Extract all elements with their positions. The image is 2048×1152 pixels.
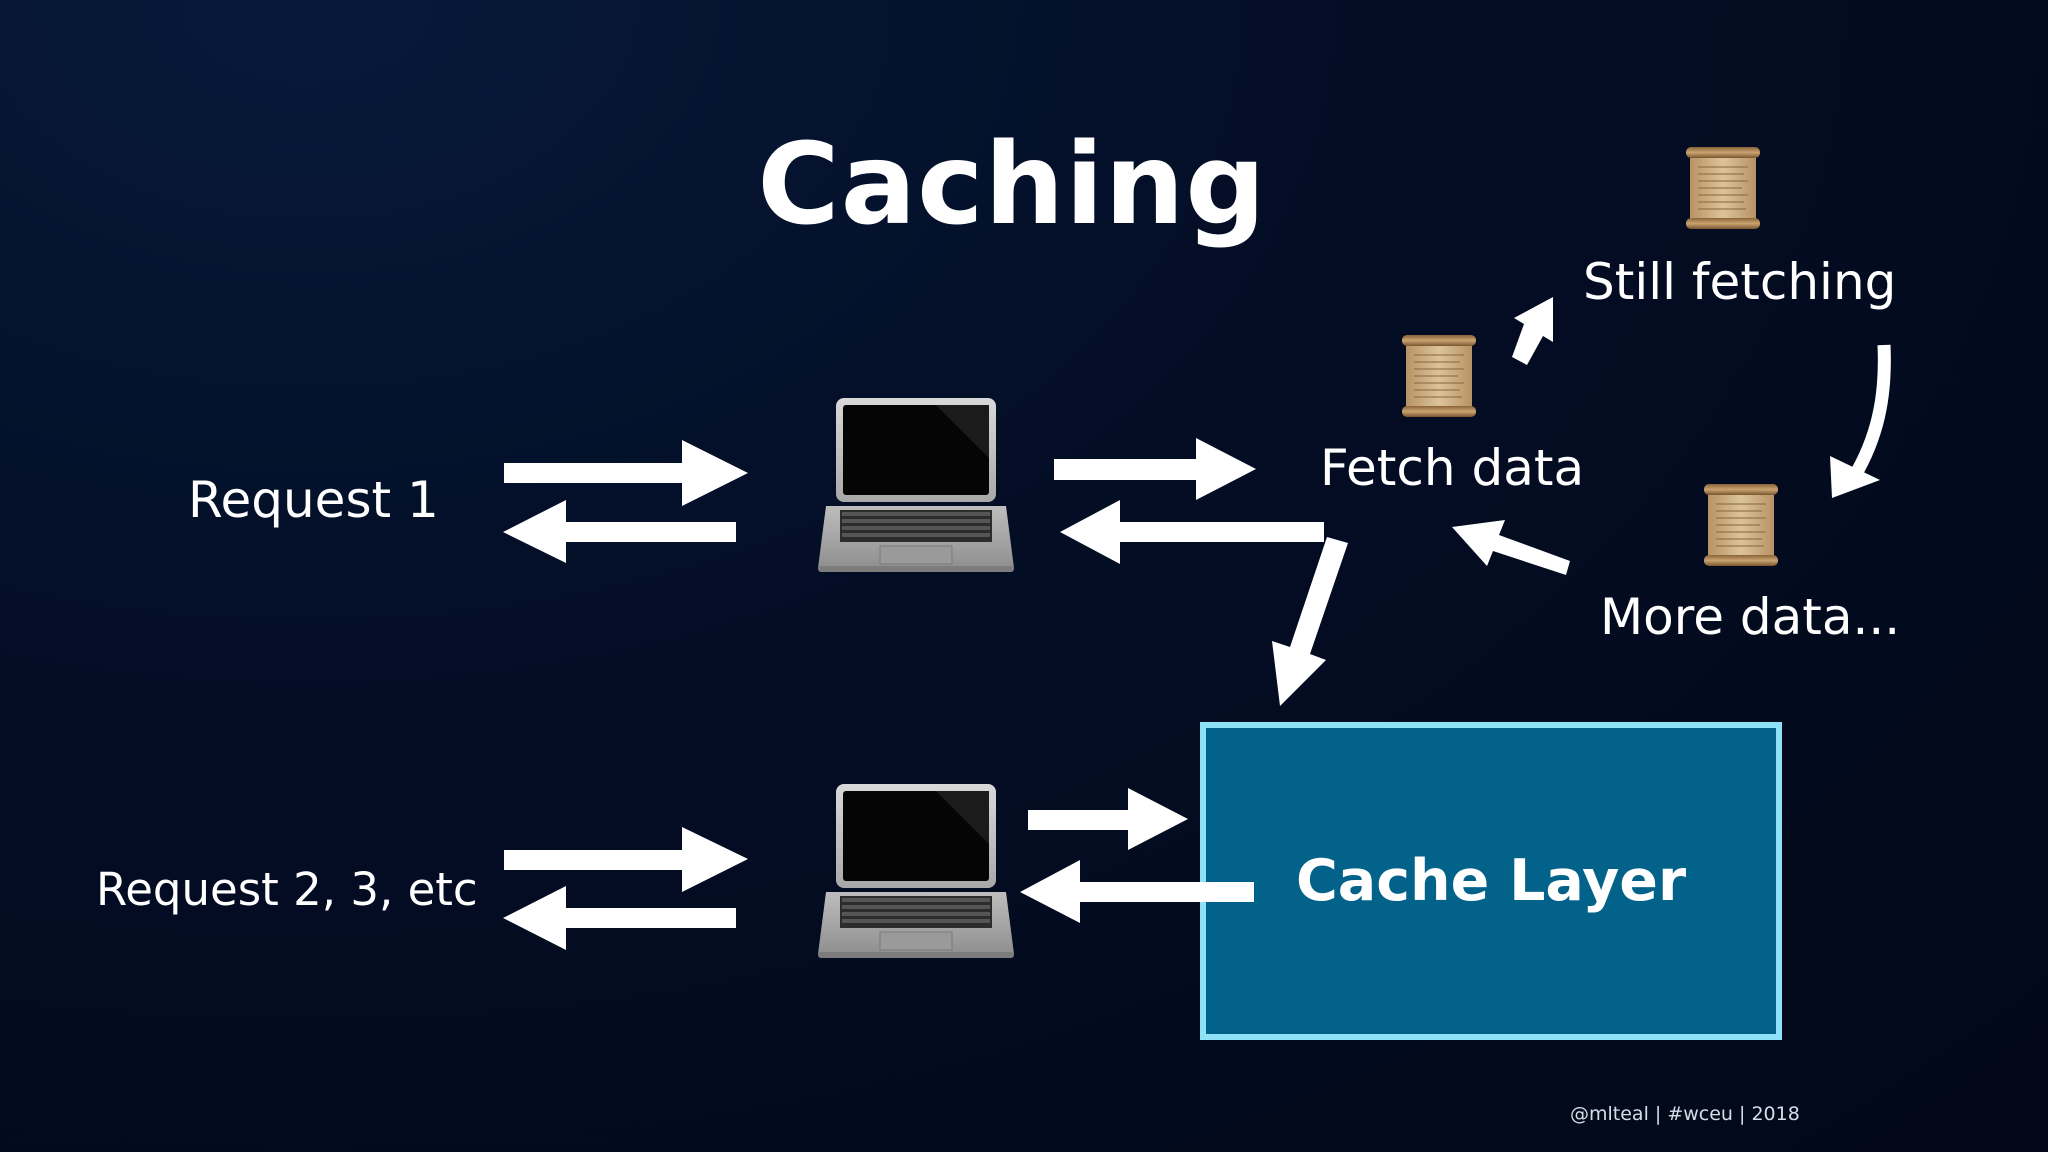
arrow-left-icon (503, 886, 736, 950)
arrow-right-icon (504, 440, 748, 506)
laptop-icon (817, 397, 1015, 573)
arrow-left-icon (1060, 500, 1324, 564)
arrow-curve-head-icon (1830, 456, 1880, 498)
laptop-icon (817, 783, 1015, 959)
arrow-up-left-icon (1452, 520, 1570, 575)
cache-layer-label: Cache Layer (1295, 848, 1687, 914)
arrow-right-icon (1028, 788, 1188, 850)
arrow-left-icon (1020, 860, 1254, 923)
arrow-curve-icon (1852, 344, 1891, 474)
scroll-icon (1401, 334, 1477, 418)
arrow-right-icon (504, 827, 748, 892)
arrow-right-icon (1054, 438, 1256, 500)
footer-credit: @mlteal | #wceu | 2018 (1570, 1103, 1800, 1125)
flow-arrows (503, 297, 1570, 950)
fetch-data-label: Fetch data (1320, 439, 1585, 497)
arrow-left-icon (503, 500, 736, 563)
scroll-icon (1703, 483, 1779, 567)
arrow-up-right-icon (1512, 297, 1553, 365)
scroll-icon (1685, 146, 1761, 230)
request-2-label: Request 2, 3, etc (96, 863, 478, 916)
still-fetching-label: Still fetching (1583, 253, 1897, 311)
more-data-label: More data... (1600, 588, 1901, 646)
slide-title: Caching (757, 120, 1267, 250)
request-1-label: Request 1 (188, 471, 439, 529)
cache-layer-box: Cache Layer (1200, 722, 1782, 1040)
arrow-down-icon (1272, 537, 1348, 706)
